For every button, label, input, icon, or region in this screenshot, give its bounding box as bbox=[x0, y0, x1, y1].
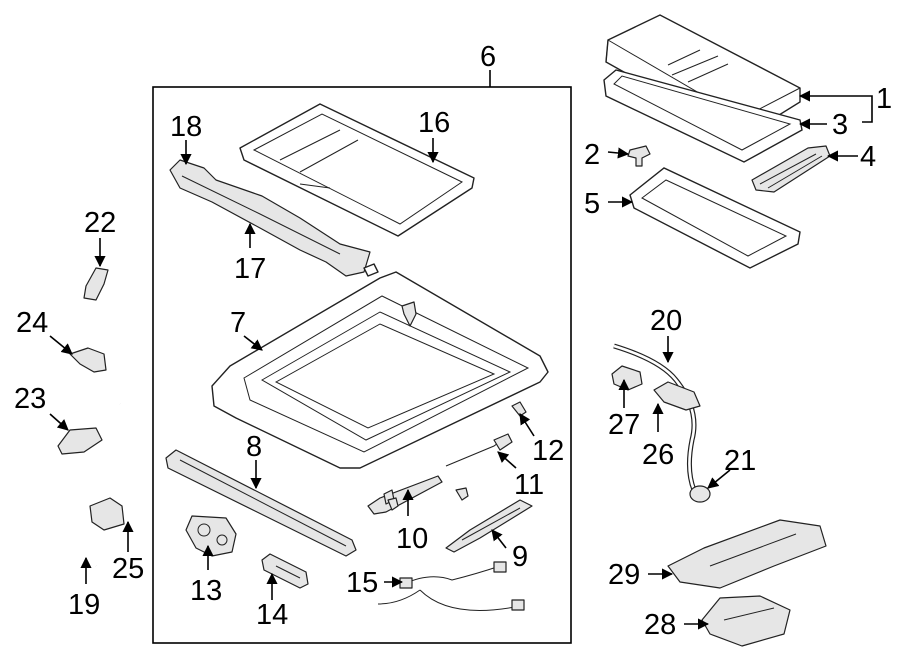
callout-18: 18 bbox=[170, 111, 202, 143]
bracket-part-26 bbox=[653, 381, 701, 411]
screw-part-10b bbox=[455, 487, 469, 501]
motor-part-13 bbox=[185, 515, 237, 557]
callout-6: 6 bbox=[480, 41, 496, 73]
callout-13: 13 bbox=[190, 575, 222, 607]
callout-8: 8 bbox=[246, 431, 262, 463]
housing-part-29 bbox=[667, 519, 827, 589]
guide-rail-part-8 bbox=[165, 449, 357, 557]
clip-small-part bbox=[387, 497, 399, 511]
deflector-part-17 bbox=[169, 159, 379, 277]
callout-4: 4 bbox=[860, 141, 876, 173]
drive-cable-part-10 bbox=[367, 475, 443, 515]
cable-part-11 bbox=[445, 433, 513, 467]
callout-29: 29 bbox=[608, 559, 640, 591]
callout-26: 26 bbox=[642, 439, 674, 471]
module-part-14 bbox=[261, 553, 309, 589]
bracket-part-22 bbox=[83, 267, 109, 301]
callout-21: 21 bbox=[724, 445, 756, 477]
clip-part-2 bbox=[627, 145, 651, 167]
callout-15: 15 bbox=[346, 567, 378, 599]
bracket-part-23 bbox=[57, 427, 103, 455]
callout-2: 2 bbox=[584, 139, 600, 171]
assembly-6-frame bbox=[152, 70, 572, 644]
callout-27: 27 bbox=[608, 409, 640, 441]
callout-5: 5 bbox=[584, 188, 600, 220]
callout-10: 10 bbox=[396, 523, 428, 555]
callout-22: 22 bbox=[84, 207, 116, 239]
clamp-part-27 bbox=[611, 365, 643, 391]
frame-part-7 bbox=[211, 271, 549, 469]
callout-23: 23 bbox=[14, 383, 46, 415]
bracket-part-24 bbox=[69, 347, 107, 373]
callout-24: 24 bbox=[16, 307, 48, 339]
harness-part-15 bbox=[377, 561, 525, 611]
callout-3: 3 bbox=[832, 109, 848, 141]
callout-25: 25 bbox=[112, 553, 144, 585]
callout-19: 19 bbox=[68, 589, 100, 621]
callout-17: 17 bbox=[234, 253, 266, 285]
callout-16: 16 bbox=[418, 107, 450, 139]
callout-20: 20 bbox=[650, 305, 682, 337]
bracket-part-4 bbox=[751, 145, 831, 193]
frame-gasket-part-5 bbox=[629, 167, 801, 269]
callout-11: 11 bbox=[514, 469, 544, 501]
seal-part-3 bbox=[603, 69, 803, 163]
drive-cable-part-9 bbox=[445, 499, 533, 553]
link-part-12 bbox=[511, 401, 527, 417]
leader-lines bbox=[49, 90, 873, 630]
callout-9: 9 bbox=[512, 541, 528, 573]
callout-28: 28 bbox=[644, 609, 676, 641]
lamp-part-28 bbox=[701, 595, 791, 647]
sunshade-part-16 bbox=[239, 103, 475, 237]
callout-7: 7 bbox=[230, 307, 246, 339]
drain-hose-part-19 bbox=[80, 403, 123, 568]
grommet-part-21 bbox=[689, 485, 711, 503]
callout-labels: 1 2 3 4 5 6 7 8 9 10 11 12 13 14 15 16 1… bbox=[14, 41, 892, 641]
callout-14: 14 bbox=[256, 599, 288, 631]
callout-12: 12 bbox=[532, 435, 564, 467]
bracket-part-25 bbox=[89, 497, 125, 531]
callout-1: 1 bbox=[876, 83, 892, 115]
